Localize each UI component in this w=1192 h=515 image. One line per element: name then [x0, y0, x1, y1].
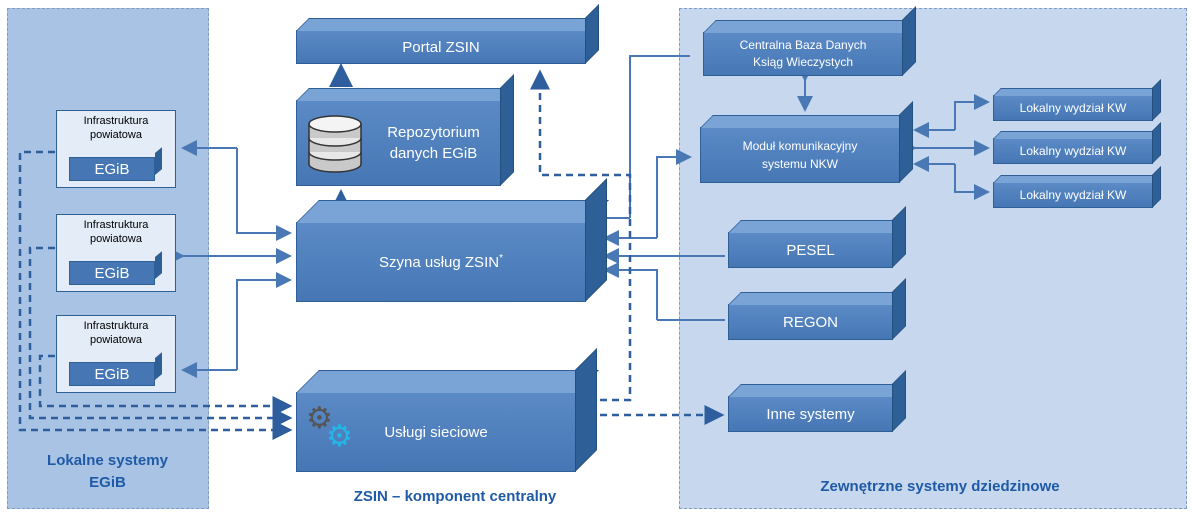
- service-bus-label: Szyna usług ZSIN: [379, 254, 500, 271]
- infrastructure-label: Infrastruktura powiatowa: [83, 320, 149, 346]
- pesel-box: PESEL: [728, 206, 906, 268]
- kw-department-label: Lokalny wydział KW: [1019, 101, 1127, 115]
- egib-box: EGiB: [69, 261, 155, 285]
- portal-zsin-box: Portal ZSIN: [296, 4, 599, 64]
- kw-department-label: Lokalny wydział KW: [1019, 144, 1127, 158]
- external-systems-label: Zewnętrzne systemy dziedzinowe: [820, 478, 1060, 495]
- service-bus-box: Szyna usług ZSIN*: [296, 178, 609, 302]
- portal-zsin-label: Portal ZSIN: [402, 38, 480, 56]
- repository-label: Repozytorium danych EGiB: [387, 124, 480, 162]
- regon-box: REGON: [728, 278, 906, 340]
- local-systems-label: Lokalne systemy EGiB: [47, 452, 168, 491]
- database-icon: [308, 115, 362, 173]
- central-component-label: ZSIN – komponent centralny: [353, 488, 557, 505]
- central-land-registry-db-box: Centralna Baza Danych Ksiąg Wieczystych: [703, 6, 916, 76]
- gear-icon-secondary: ⚙: [326, 420, 353, 453]
- kw-department-label: Lokalny wydział KW: [1019, 188, 1127, 202]
- egib-box: EGiB: [69, 362, 155, 386]
- local-infrastructure-3: Infrastruktura powiatowa EGiB: [56, 315, 176, 393]
- egib-box: EGiB: [69, 157, 155, 181]
- local-infrastructure-2: Infrastruktura powiatowa EGiB: [56, 214, 176, 292]
- other-systems-box: Inne systemy: [728, 370, 906, 432]
- nkw-module-box: Moduł komunikacyjny systemu NKW: [700, 101, 913, 183]
- infrastructure-label: Infrastruktura powiatowa: [83, 115, 149, 141]
- kw-department-box-2: Lokalny wydział KW: [993, 122, 1161, 164]
- nkw-module-label: Moduł komunikacyjny systemu NKW: [742, 139, 858, 171]
- central-land-registry-db-label: Centralna Baza Danych Ksiąg Wieczystych: [739, 38, 867, 69]
- kw-department-box-1: Lokalny wydział KW: [993, 79, 1161, 121]
- web-services-box: Usługi sieciowe: [296, 348, 599, 472]
- service-bus-footnote-mark: *: [499, 253, 503, 264]
- regon-label: REGON: [782, 313, 838, 331]
- other-systems-label: Inne systemy: [766, 405, 855, 423]
- gear-icon: ⚙: [306, 402, 333, 435]
- infrastructure-label: Infrastruktura powiatowa: [83, 219, 149, 245]
- web-services-label: Usługi sieciowe: [384, 423, 488, 441]
- pesel-label: PESEL: [786, 241, 835, 259]
- local-infrastructure-1: Infrastruktura powiatowa EGiB: [56, 110, 176, 188]
- kw-department-box-3: Lokalny wydział KW: [993, 166, 1161, 208]
